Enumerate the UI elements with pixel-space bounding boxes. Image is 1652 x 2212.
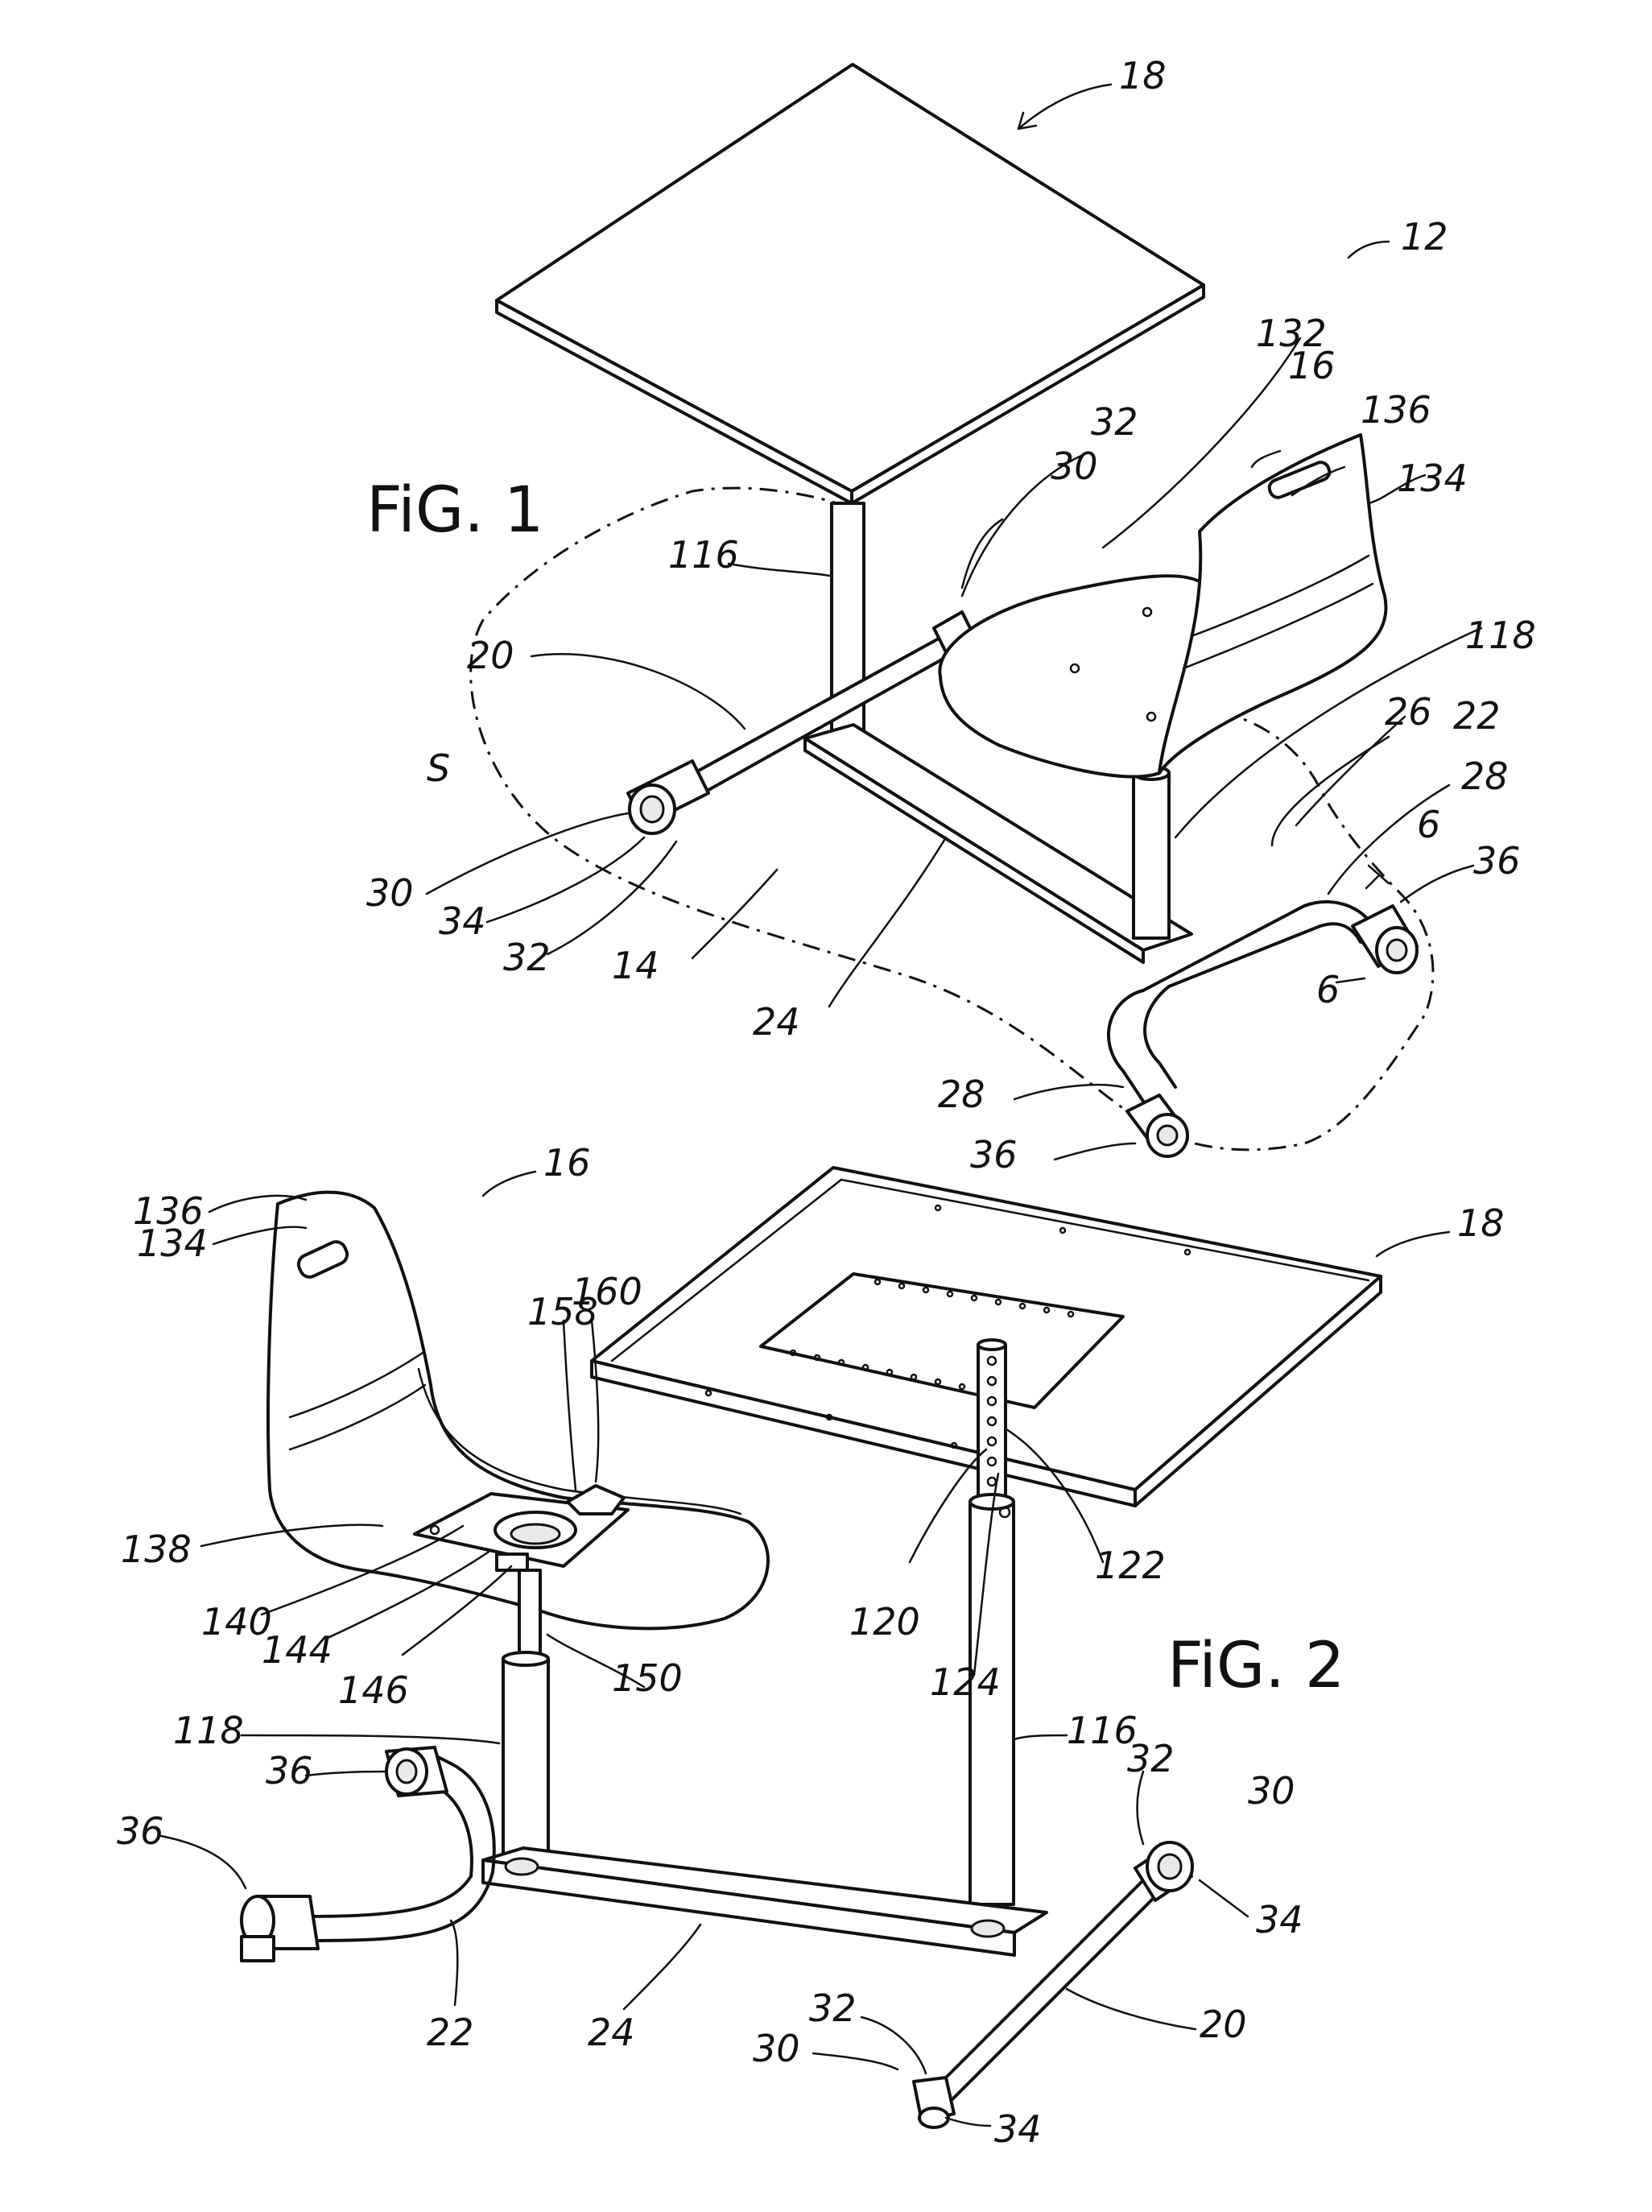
fig2-ref-36-lower: 36 [117, 1809, 164, 1853]
fig1-ref-24: 24 [753, 1000, 800, 1044]
fig1-ref-18: 18 [1119, 54, 1167, 97]
fig1-ref-26: 26 [1385, 690, 1432, 734]
fig1-ref-134: 134 [1397, 457, 1468, 500]
fig2-desk-post [970, 1340, 1014, 1904]
fig2-ref-124: 124 [930, 1660, 1001, 1704]
fig2-front-leg [914, 1842, 1192, 2127]
fig1-ref-22: 22 [1453, 694, 1501, 738]
fig1-chair [940, 435, 1386, 777]
fig1-label: FiG. 1 [366, 474, 544, 547]
fig1-ref-28-upper: 28 [1461, 755, 1509, 798]
fig2-ref-134: 134 [137, 1222, 208, 1265]
fig1-ref-6-lower: 6 [1316, 968, 1340, 1011]
fig2-ref-150: 150 [612, 1656, 683, 1700]
fig2-ref-18: 18 [1457, 1201, 1505, 1245]
fig2-ref-34-right: 34 [1256, 1898, 1303, 1941]
fig2-ref-122: 122 [1095, 1544, 1166, 1587]
fig1-ref-12: 12 [1401, 215, 1448, 258]
fig1-ref-30-lower: 30 [366, 871, 414, 915]
fig1-drawing [471, 64, 1433, 1156]
fig2-ref-32-right: 32 [1127, 1737, 1175, 1780]
fig1-ref-20: 20 [467, 634, 514, 677]
fig1-ref-6-upper: 6 [1417, 803, 1440, 846]
fig1-ref-32-lower: 32 [503, 936, 551, 979]
fig2-ref-30-left: 30 [753, 2027, 800, 2070]
fig2-ref-20: 20 [1200, 2003, 1247, 2046]
fig2-ref-16: 16 [543, 1141, 591, 1185]
fig2-ref-30-right: 30 [1248, 1769, 1295, 1813]
fig2-ref-36-upper: 36 [266, 1749, 313, 1792]
fig2-base-rail [483, 1848, 1047, 1955]
fig1-chair-post [1134, 767, 1169, 938]
fig1-ref-118: 118 [1465, 614, 1536, 657]
fig1-ref-32-upper: 32 [1091, 400, 1138, 444]
fig2-ref-138: 138 [121, 1528, 192, 1571]
fig1-ref-34: 34 [439, 899, 486, 943]
fig1-ref-36-lower: 36 [970, 1133, 1018, 1176]
fig2-ref-118: 118 [173, 1709, 244, 1752]
fig1-ref-36-upper: 36 [1473, 839, 1521, 883]
fig1-ref-16: 16 [1288, 344, 1336, 387]
fig2-label: FiG. 2 [1167, 1630, 1345, 1702]
fig2-ref-120: 120 [849, 1600, 920, 1643]
fig1-ref-28-lower: 28 [938, 1073, 985, 1116]
fig1-ref-S: S [427, 746, 450, 790]
fig1-ref-14: 14 [612, 944, 659, 987]
fig2-ref-146: 146 [338, 1668, 409, 1712]
fig2-ref-24: 24 [588, 2011, 635, 2054]
fig2-ref-22: 22 [427, 2011, 474, 2054]
fig2-ref-144: 144 [262, 1628, 332, 1672]
fig2-ref-32-left: 32 [809, 1987, 857, 2030]
fig2-ref-160: 160 [572, 1270, 642, 1313]
fig1-ref-30-upper: 30 [1051, 444, 1098, 488]
fig1-ref-136: 136 [1361, 388, 1431, 432]
fig2-ref-34-left: 34 [994, 2107, 1042, 2151]
fig1-ref-116: 116 [668, 533, 739, 577]
